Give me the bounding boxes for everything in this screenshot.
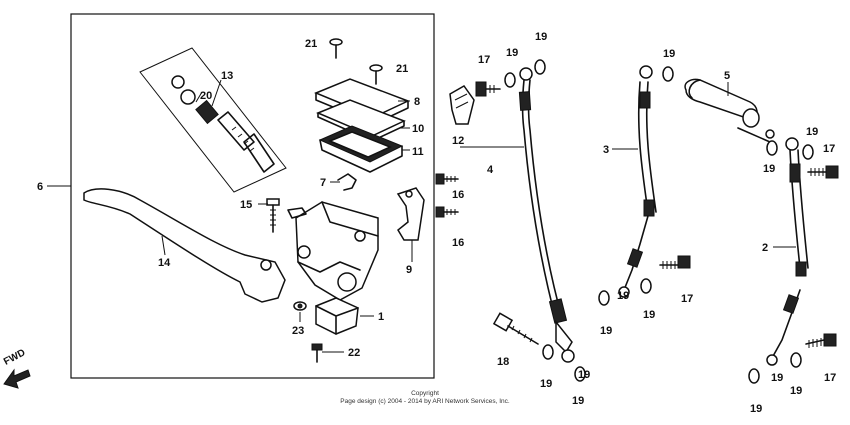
- label-19g: 19: [643, 309, 655, 321]
- label-7: 7: [320, 177, 326, 189]
- label-19e: 19: [806, 126, 818, 138]
- screw-21b[interactable]: [369, 64, 383, 85]
- label-21a: 21: [305, 38, 317, 50]
- banjo-bolt-17a[interactable]: [475, 81, 501, 97]
- boot-12[interactable]: [449, 85, 475, 125]
- label-4: 4: [487, 164, 494, 176]
- bolt-16a[interactable]: [435, 173, 459, 185]
- label-22: 22: [348, 347, 360, 359]
- label-19n: 19: [771, 372, 783, 384]
- screw-21a[interactable]: [329, 38, 343, 59]
- pivot-bolt-15[interactable]: [266, 198, 280, 233]
- label-1: 1: [378, 311, 384, 323]
- banjo-bolt-17d[interactable]: [805, 333, 837, 348]
- brake-hose-2[interactable]: [766, 137, 809, 366]
- label-19c: 19: [663, 48, 675, 60]
- label-16b: 16: [452, 237, 464, 249]
- banjo-bolt-17c[interactable]: [807, 165, 839, 179]
- washer-19j[interactable]: [748, 368, 760, 384]
- label-17a: 17: [478, 54, 490, 66]
- label-6: 6: [37, 181, 43, 193]
- fwd-arrow-icon: [3, 368, 31, 389]
- label-14: 14: [158, 257, 171, 269]
- label-3: 3: [603, 144, 609, 156]
- diaphragm-11[interactable]: [318, 125, 404, 173]
- clip-7[interactable]: [337, 173, 357, 191]
- label-19f: 19: [600, 325, 612, 337]
- washer-19h[interactable]: [766, 140, 778, 156]
- screw-23[interactable]: [293, 301, 307, 311]
- label-19a: 19: [506, 47, 518, 59]
- label-17d: 17: [824, 372, 836, 384]
- label-19j: 19: [750, 403, 762, 415]
- label-10: 10: [412, 123, 424, 135]
- holder-9[interactable]: [396, 187, 425, 241]
- leader-lines: [161, 79, 729, 353]
- washer-19g[interactable]: [640, 278, 652, 294]
- label-23: 23: [292, 325, 304, 337]
- label-19i: 19: [572, 395, 584, 407]
- three-way-joint-5[interactable]: [684, 78, 775, 143]
- label-17c: 17: [823, 143, 835, 155]
- label-8: 8: [414, 96, 420, 108]
- master-cylinder-body[interactable]: [287, 201, 379, 301]
- label-19b: 19: [535, 31, 547, 43]
- copyright-line-1: Copyright: [411, 390, 439, 397]
- label-17b: 17: [681, 293, 693, 305]
- label-15: 15: [240, 199, 252, 211]
- label-19d: 19: [763, 163, 775, 175]
- washer-19a[interactable]: [504, 72, 516, 88]
- label-21b: 21: [396, 63, 408, 75]
- label-18: 18: [497, 356, 509, 368]
- label-13: 13: [221, 70, 233, 82]
- label-19l: 19: [578, 369, 590, 381]
- washer-19d[interactable]: [574, 366, 586, 382]
- copyright-notice: Copyright Page design (c) 2004 - 2014 by…: [0, 390, 850, 406]
- washer-19b[interactable]: [534, 59, 546, 75]
- brake-hose-3[interactable]: [618, 65, 657, 298]
- label-20: 20: [200, 90, 212, 102]
- bolt-18[interactable]: [492, 312, 539, 345]
- callout-labels: 1 2 3 4 5 6 7 8 9 10 11 12 13 14 15 16 1…: [37, 31, 836, 415]
- brake-lever-14[interactable]: [83, 188, 286, 303]
- assembly-frame: [70, 13, 435, 379]
- bolt-16b[interactable]: [435, 206, 459, 218]
- label-19m: 19: [617, 290, 629, 302]
- label-12: 12: [452, 135, 464, 147]
- label-19k: 19: [790, 385, 802, 397]
- label-11: 11: [412, 146, 424, 158]
- washer-19c[interactable]: [542, 344, 554, 360]
- label-19h: 19: [540, 378, 552, 390]
- label-16a: 16: [452, 189, 464, 201]
- copyright-line-2: Page design (c) 2004 - 2014 by ARI Netwo…: [340, 398, 510, 405]
- label-9: 9: [406, 264, 412, 276]
- brake-hose-4[interactable]: [518, 67, 575, 363]
- piston-kit-13[interactable]: [139, 47, 287, 193]
- label-5: 5: [724, 70, 730, 82]
- washer-19k[interactable]: [790, 352, 802, 368]
- stop-switch-1[interactable]: [315, 297, 359, 335]
- banjo-bolt-17b[interactable]: [659, 255, 691, 269]
- washer-19e[interactable]: [662, 66, 674, 82]
- washer-19i[interactable]: [802, 144, 814, 160]
- label-2: 2: [762, 242, 768, 254]
- washer-19f[interactable]: [598, 290, 610, 306]
- screw-22[interactable]: [311, 343, 323, 363]
